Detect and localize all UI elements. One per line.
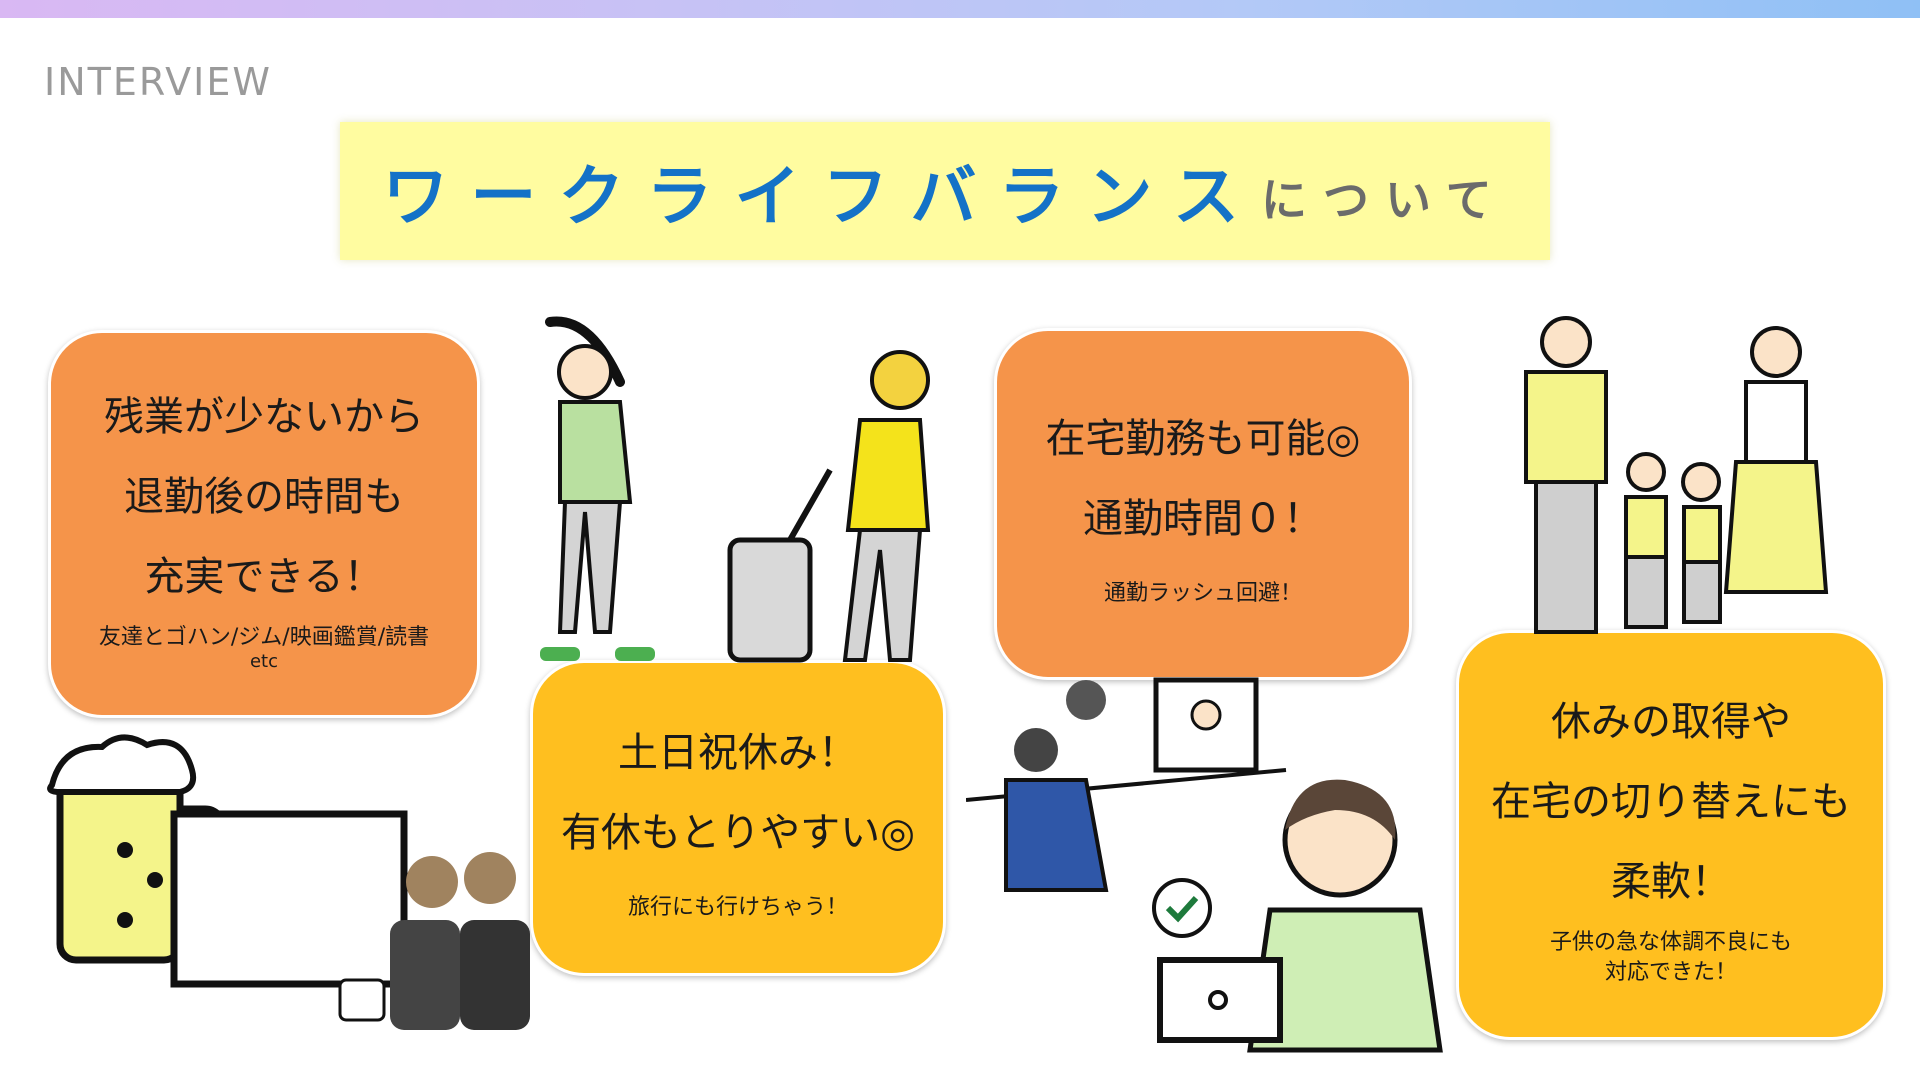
card-overtime: 残業が少ないから 退勤後の時間も 充実できる！ 友達とゴハン/ジム/映画鑑賞/読… — [48, 330, 480, 718]
card-note: 友達とゴハン/ジム/映画鑑賞/読書 — [98, 625, 430, 650]
traveler-woman-icon — [727, 350, 931, 663]
card-line: 土日祝休み！ — [618, 730, 858, 776]
laptop-woman-icon — [1157, 779, 1443, 1053]
card-holidays: 土日祝休み！ 有休もとりやすい◎ 旅行にも行けちゃう！ — [530, 660, 946, 976]
card-note: 通勤ラッシュ回避！ — [1103, 581, 1302, 606]
card-note: 対応できた！ — [1604, 960, 1737, 985]
card-line: 有休もとりやすい◎ — [560, 810, 916, 856]
stretching-man-icon — [540, 316, 655, 661]
card-line: 残業が少ないから — [104, 394, 424, 440]
movie-watchers-icon — [170, 810, 530, 1030]
family-icon — [1524, 316, 1829, 634]
card-line: 在宅の切り替えにも — [1491, 779, 1851, 825]
card-line: 退勤後の時間も — [124, 474, 404, 520]
card-line: 充実できる！ — [144, 554, 384, 600]
card-line: 柔軟！ — [1611, 859, 1731, 905]
card-note-etc: etc — [249, 651, 279, 672]
top-gradient-bar — [0, 0, 1920, 18]
title-banner: ワークライフバランス について — [340, 122, 1550, 260]
card-line: 休みの取得や — [1551, 699, 1791, 745]
card-line: 通勤時間０！ — [1083, 496, 1323, 542]
card-note: 子供の急な体調不良にも — [1549, 930, 1792, 955]
title-sub: について — [1261, 173, 1508, 227]
title-main: ワークライフバランス — [382, 158, 1262, 235]
card-line: 在宅勤務も可能◎ — [1045, 416, 1361, 462]
card-remote-work: 在宅勤務も可能◎ 通勤時間０！ 通勤ラッシュ回避！ — [994, 328, 1412, 680]
beer-mug-icon — [47, 734, 228, 964]
section-label: INTERVIEW — [44, 60, 272, 104]
online-meeting-icon — [966, 677, 1287, 938]
card-note: 旅行にも行けちゃう！ — [627, 895, 848, 920]
card-flexibility: 休みの取得や 在宅の切り替えにも 柔軟！ 子供の急な体調不良にも 対応できた！ — [1456, 630, 1886, 1040]
